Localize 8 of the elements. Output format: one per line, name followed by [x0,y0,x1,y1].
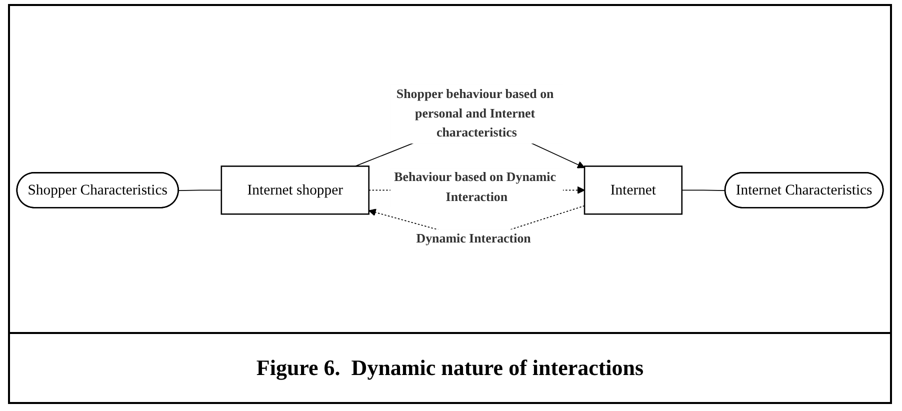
connector [178,190,222,192]
node-box: Internet shopper [220,166,370,216]
edge-label: Shopper behaviour based on personal and Internet characteristics [396,88,554,140]
edge-label: Behaviour based on Dynamic Interaction [394,171,556,204]
figure-caption: Figure 6. Dynamic nature of interactions [256,355,644,381]
node-box: Internet [584,166,683,216]
edge-label: Dynamic Interaction [416,232,531,246]
connector [681,190,726,192]
